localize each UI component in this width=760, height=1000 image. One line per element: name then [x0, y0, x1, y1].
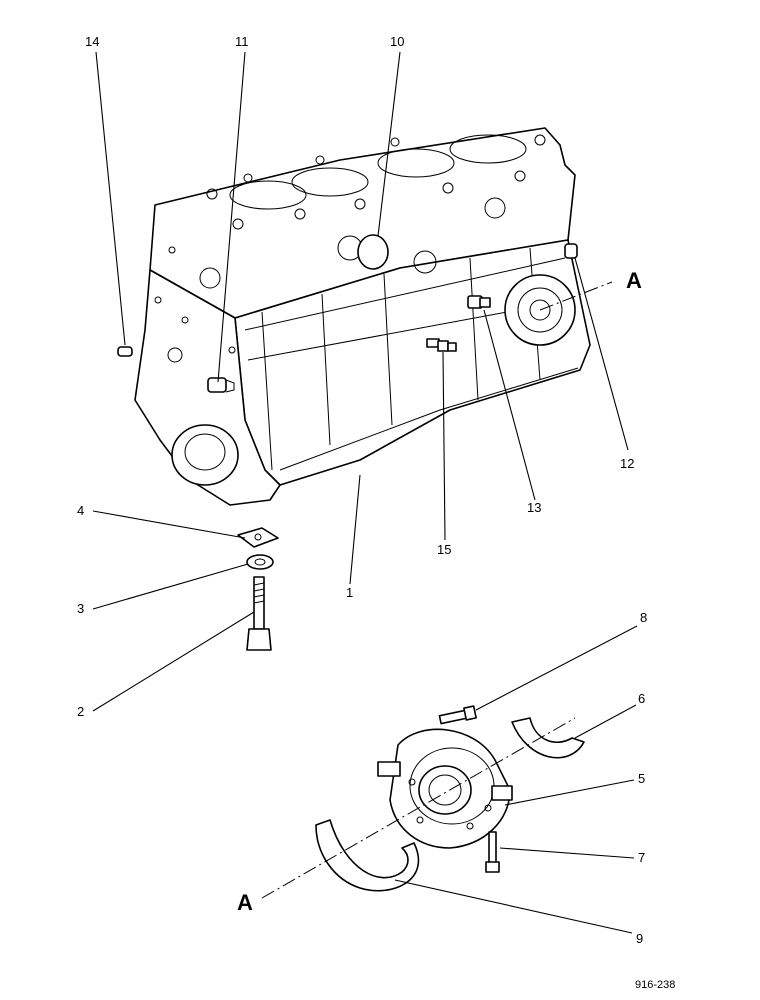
- center-line-top: [539, 281, 613, 311]
- callout-8: 8: [640, 610, 647, 625]
- callout-6: 6: [638, 691, 645, 706]
- callout-2: 2: [77, 704, 84, 719]
- callout-13: 13: [527, 500, 541, 515]
- screw-7: [485, 831, 500, 873]
- cylinder-block: [134, 127, 591, 506]
- rear-seal-housing-5: [377, 728, 513, 849]
- callout-11: 11: [235, 34, 249, 49]
- figure-reference: 916-238: [635, 979, 675, 991]
- callout-5: 5: [638, 771, 645, 786]
- section-mark-top: A: [626, 268, 642, 293]
- callout-1: 1: [346, 585, 353, 600]
- seal-half-9: [315, 819, 420, 892]
- callout-3: 3: [77, 601, 84, 616]
- lock-plate-4: [237, 527, 279, 548]
- callout-9: 9: [636, 931, 643, 946]
- screw-8: [438, 705, 477, 725]
- pin-14: [117, 346, 133, 357]
- callout-10: 10: [390, 34, 404, 49]
- callout-14: 14: [85, 34, 99, 49]
- plug-10: [357, 234, 389, 270]
- seal-half-6: [511, 717, 585, 759]
- callout-12: 12: [620, 456, 634, 471]
- plug-11: [207, 377, 235, 393]
- dowel-12: [564, 243, 578, 259]
- callout-4: 4: [77, 503, 84, 518]
- callout-7: 7: [638, 850, 645, 865]
- sender-15: [426, 338, 457, 352]
- plug-13: [467, 295, 491, 309]
- leader-lines: [92, 51, 638, 934]
- section-mark-bottom: A: [237, 890, 253, 915]
- washer-3: [246, 554, 274, 570]
- center-line-bottom: [261, 717, 576, 899]
- bolt-2: [246, 576, 272, 651]
- callout-15: 15: [437, 542, 451, 557]
